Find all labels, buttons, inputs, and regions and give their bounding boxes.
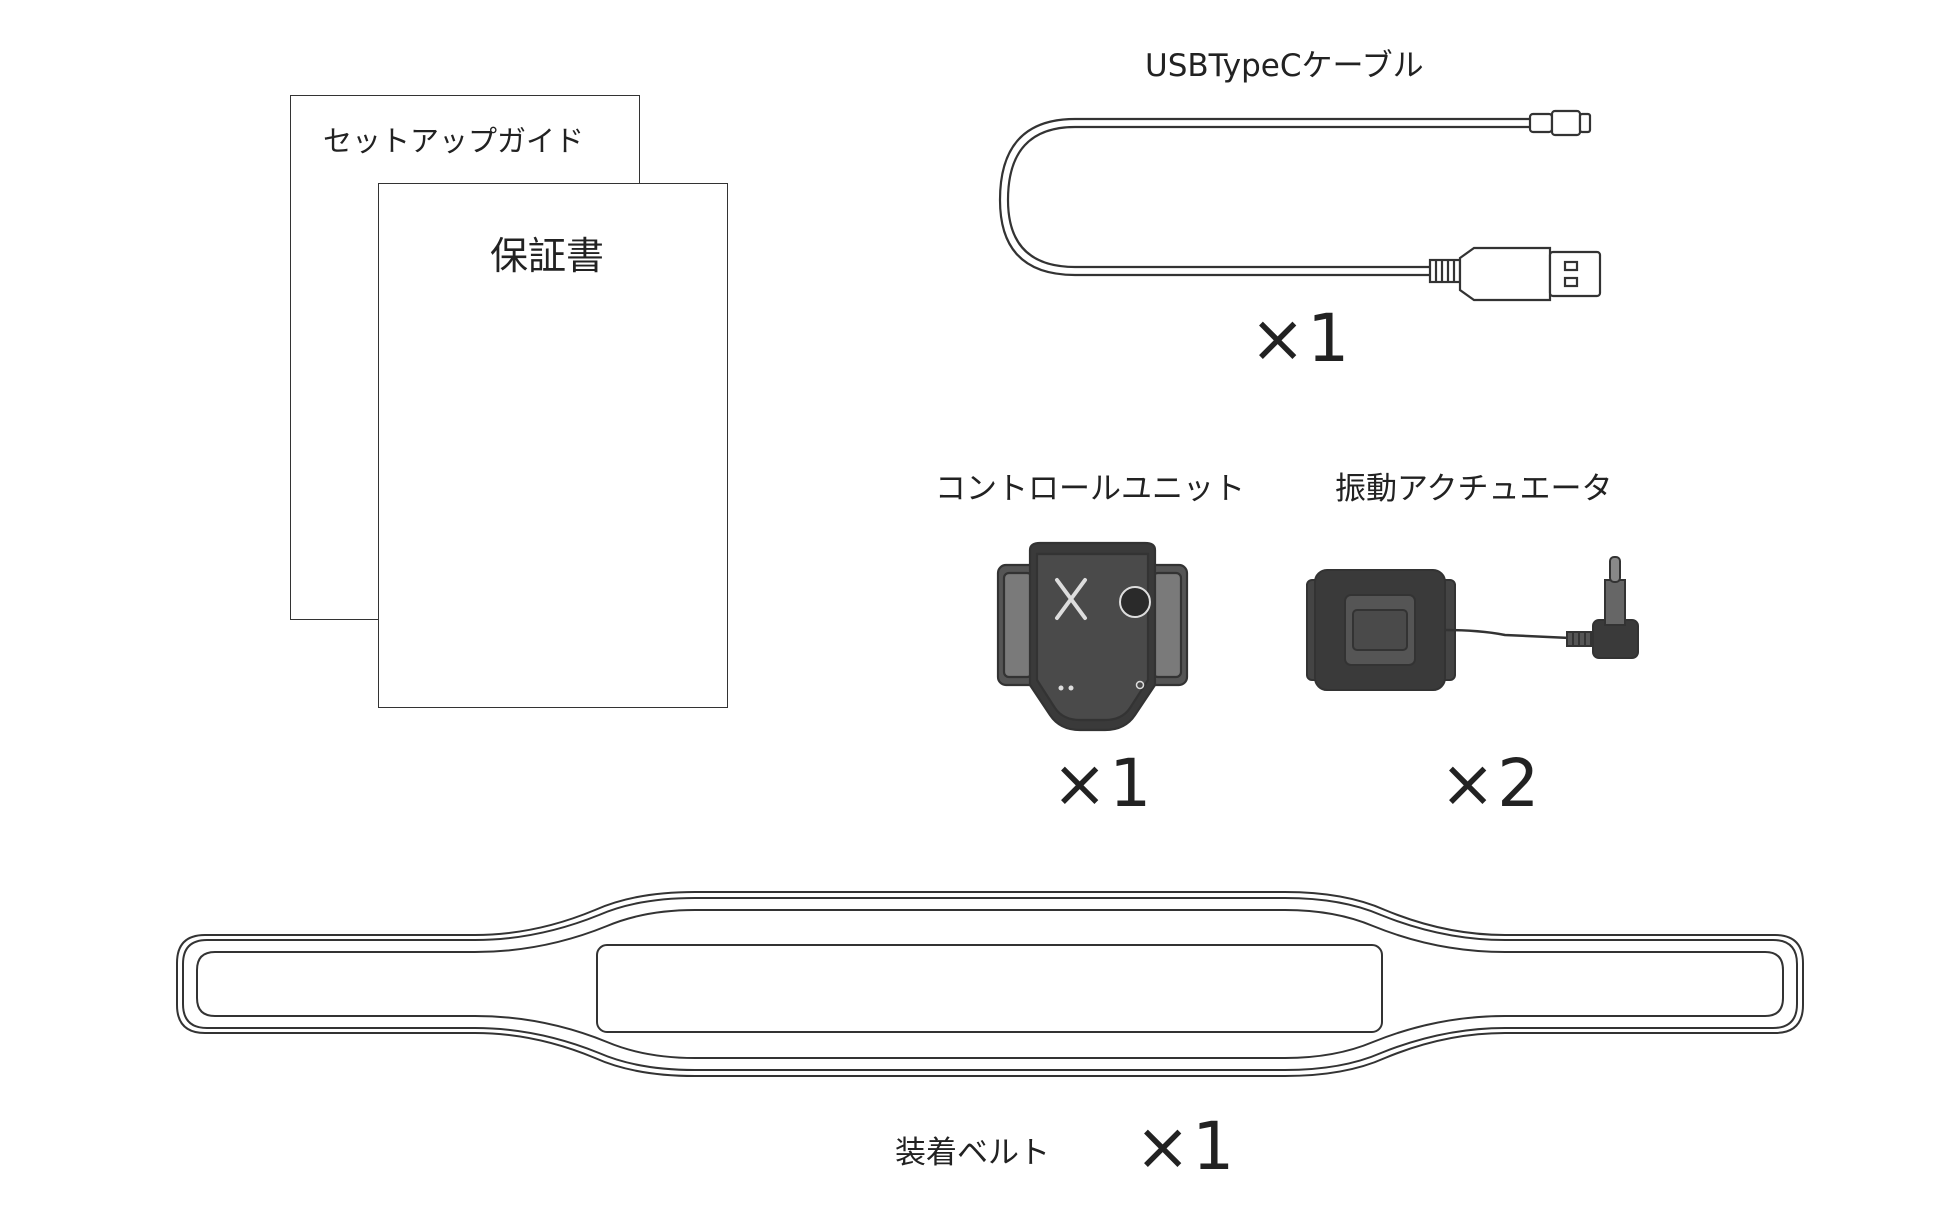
belt-quantity: ×1 xyxy=(1135,1108,1237,1185)
vibration-actuator-label: 振動アクチュエータ xyxy=(1335,471,1613,507)
belt-illustration xyxy=(176,891,1804,1077)
control-unit-illustration xyxy=(996,541,1189,732)
vibration-actuator-quantity: ×2 xyxy=(1440,745,1542,822)
control-unit-quantity: ×1 xyxy=(1052,745,1154,822)
control-unit-label: コントロールユニット xyxy=(935,471,1245,507)
warranty-label: 保証書 xyxy=(490,234,605,278)
belt-label: 装着ベルト xyxy=(895,1135,1050,1171)
warranty-document xyxy=(378,183,728,708)
vibration-actuator-illustration xyxy=(1306,556,1639,691)
setup-guide-label: セットアップガイド xyxy=(323,124,585,158)
usb-cable-illustration xyxy=(998,109,1602,302)
usb-cable-quantity: ×1 xyxy=(1250,300,1352,377)
usb-cable-label: USBTypeCケーブル xyxy=(1145,48,1424,84)
